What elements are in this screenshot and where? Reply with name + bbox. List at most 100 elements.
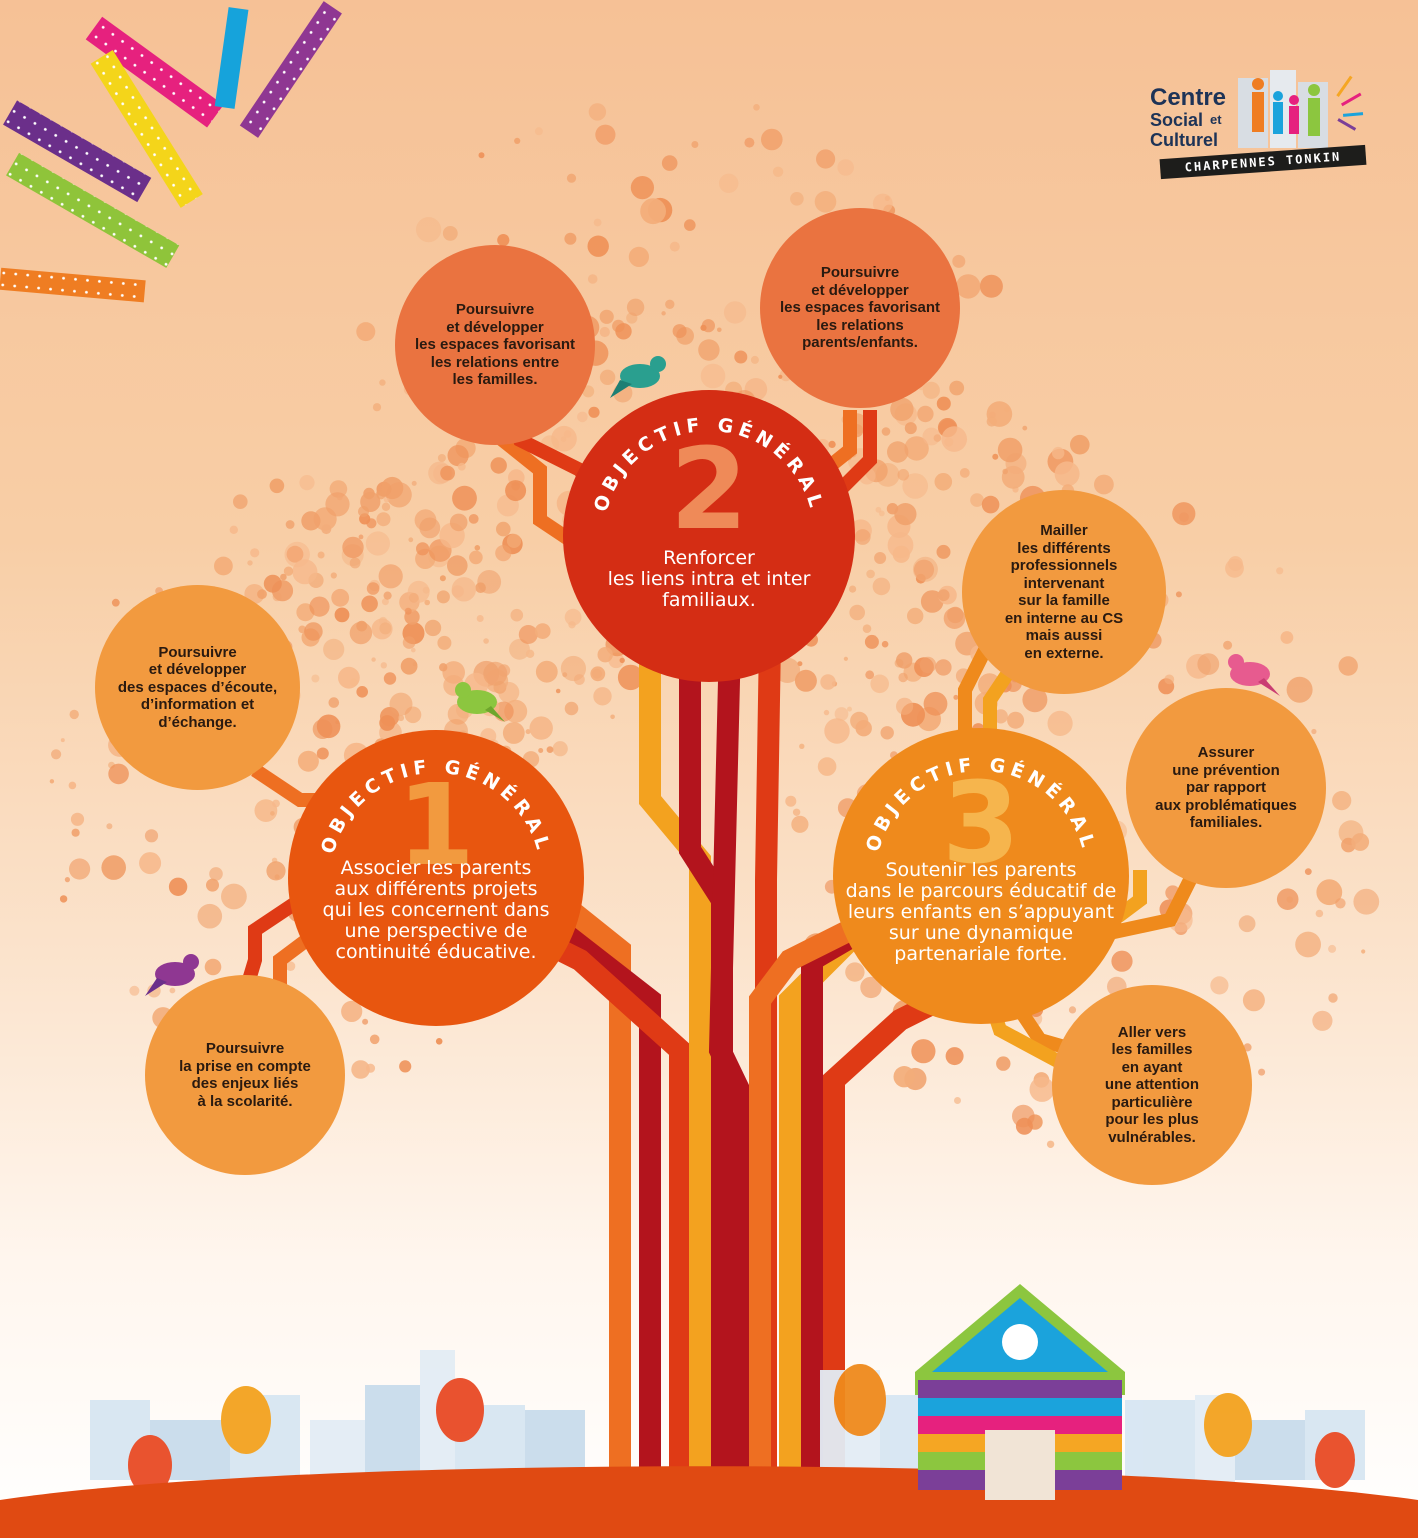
foliage-dot [1280, 631, 1294, 644]
foliage-dot [761, 128, 783, 151]
foliage-dot [197, 903, 223, 929]
foliage-dot [435, 1038, 443, 1045]
objective-2-label: OBJECTIF GÉNÉRAL [590, 414, 823, 515]
foliage-dot [717, 327, 722, 333]
foliage-dot [872, 577, 891, 596]
foliage-dot [587, 274, 598, 284]
foliage-dot [402, 636, 416, 649]
foliage-dot [68, 781, 77, 790]
foliage-dot [828, 440, 836, 448]
sub-objective-circle: Poursuivre et développer les espaces fav… [395, 245, 595, 445]
foliage-dot [1052, 446, 1065, 460]
foliage-dot [502, 722, 525, 744]
foliage-dot [941, 426, 967, 452]
foliage-dot [893, 1066, 915, 1088]
foliage-dot [534, 127, 543, 136]
foliage-dot [1007, 711, 1025, 729]
bird-icon [455, 682, 505, 722]
foliage-dot [896, 697, 914, 715]
foliage-dot [986, 401, 1013, 427]
foliage-dot [285, 961, 296, 971]
objective-2-number: 2 [670, 425, 748, 555]
foliage-dot [794, 669, 817, 692]
foliage-dot [535, 660, 558, 683]
foliage-dot [399, 1060, 412, 1073]
foliage-dot [1172, 502, 1196, 526]
foliage-dot [534, 623, 551, 639]
foliage-dot [922, 381, 940, 399]
foliage-dot [872, 193, 893, 214]
sub-objective-circle: Poursuivre et développer les espaces fav… [760, 208, 960, 408]
foliage-dot [593, 218, 602, 227]
foliage-dot [1225, 558, 1244, 578]
foliage-dot [626, 298, 645, 316]
foliage-dot [283, 566, 294, 576]
foliage-dot [669, 241, 680, 252]
foliage-dot [1068, 1006, 1077, 1014]
foliage-dot [1276, 567, 1284, 575]
foliage-dot [1295, 931, 1321, 958]
foliage-dot [369, 1034, 380, 1045]
foliage-dot [257, 589, 267, 600]
foliage-dot [111, 598, 120, 607]
sub-objective-text: Poursuivre et développer les espaces fav… [779, 264, 941, 352]
foliage-dot [437, 454, 446, 462]
foliage-dot [640, 198, 666, 225]
sub-objective-circle: Poursuivre et développer des espaces d’é… [95, 585, 300, 790]
foliage-dot [169, 987, 176, 994]
sub-objective-text: Mailler les différents professionnels in… [1004, 522, 1124, 662]
foliage-dot [495, 545, 512, 562]
foliage-dot [437, 635, 452, 650]
logo-figures-icon [1238, 70, 1364, 148]
foliage-dot [209, 867, 223, 881]
foliage-dot [630, 176, 655, 200]
foliage-dot [881, 640, 889, 648]
foliage-dot [1175, 591, 1182, 598]
foliage-dot [349, 621, 373, 645]
sub-objective-text: Poursuivre et développer des espaces d’é… [117, 643, 278, 731]
sub-objective-text: Assurer une prévention par rapport aux p… [1155, 744, 1297, 832]
objective-2-circle: OBJECTIF GÉNÉRAL 2 Renforcer les liens i… [563, 390, 855, 682]
foliage-dot [362, 1018, 369, 1025]
foliage-dot [953, 694, 959, 700]
foliage-dot [898, 672, 908, 683]
objective-3-text: Soutenir les parents dans le parcours éd… [845, 859, 1117, 965]
foliage-dot [1046, 1140, 1055, 1149]
foliage-dot [880, 726, 894, 740]
foliage-dot [790, 192, 804, 206]
foliage-dot [1094, 474, 1114, 495]
foliage-dot [400, 657, 418, 675]
foliage-dot [615, 323, 632, 340]
foliage-dot [416, 542, 430, 556]
foliage-dot [469, 550, 483, 565]
foliage-dot [1304, 868, 1312, 875]
foliage-dot [365, 1063, 376, 1073]
foliage-dot [436, 590, 450, 604]
foliage-dot [799, 743, 805, 749]
foliage-dot [734, 350, 748, 364]
foliage-dot [892, 545, 910, 563]
foliage-dot [1361, 949, 1366, 954]
foliage-dot [404, 607, 412, 615]
foliage-dot [552, 741, 568, 757]
foliage-dot [894, 502, 917, 526]
foliage-dot [577, 411, 588, 423]
objective-3-number: 3 [942, 759, 1020, 889]
foliage-dot [442, 226, 458, 241]
sub-objective-circle: Assurer une prévention par rapport aux p… [1126, 688, 1326, 888]
foliage-dot [59, 895, 68, 903]
foliage-dot [823, 709, 830, 716]
sub-objective-text: Aller vers les familles en ayant une att… [1104, 1023, 1200, 1146]
foliage-dot [1164, 674, 1175, 685]
foliage-dot [870, 674, 889, 694]
foliage-dot [911, 1039, 936, 1064]
foliage-dot [944, 437, 954, 447]
foliage-dot [814, 191, 837, 213]
foliage-dot [1242, 989, 1265, 1012]
bird-icons [145, 356, 1280, 996]
foliage-dot [588, 103, 607, 121]
foliage-dot [772, 166, 784, 177]
foliage-dot [168, 877, 188, 896]
foliage-dot [1328, 993, 1338, 1003]
foliage-dot [49, 779, 55, 784]
